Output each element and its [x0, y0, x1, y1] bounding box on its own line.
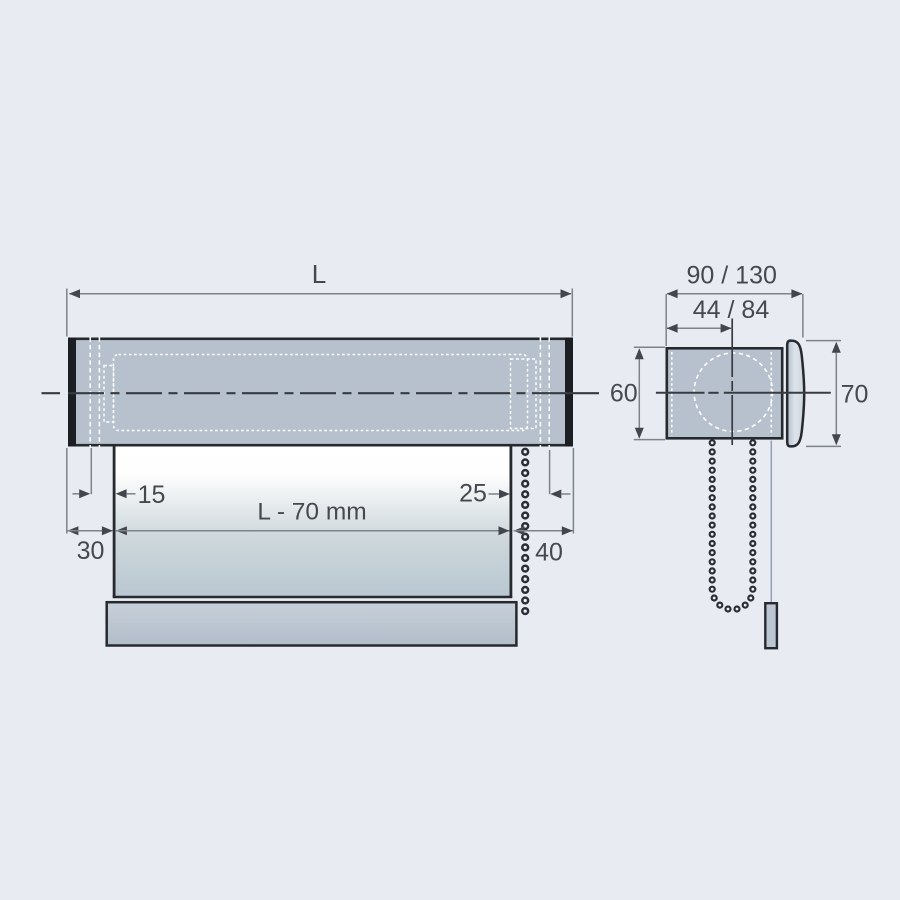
svg-text:60: 60	[610, 380, 638, 408]
svg-text:15: 15	[138, 481, 166, 509]
svg-text:30: 30	[77, 537, 105, 565]
svg-text:25: 25	[459, 480, 487, 508]
svg-text:L - 70 mm: L - 70 mm	[257, 498, 366, 525]
svg-text:90 / 130: 90 / 130	[687, 262, 777, 290]
svg-text:L: L	[312, 259, 326, 289]
svg-text:70: 70	[841, 381, 869, 409]
svg-text:44 / 84: 44 / 84	[693, 296, 770, 324]
svg-text:40: 40	[535, 538, 563, 566]
